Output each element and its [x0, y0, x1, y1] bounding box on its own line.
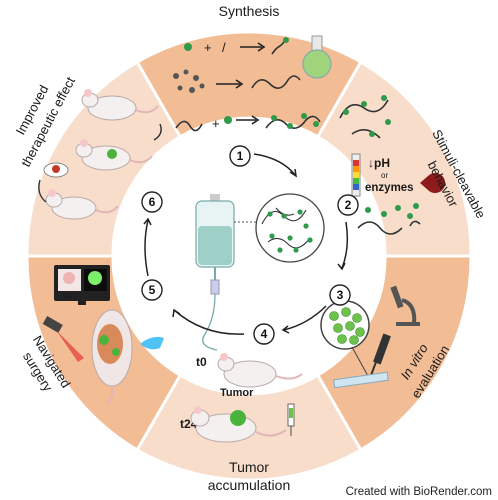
- therapeutic-illustration: [38, 89, 162, 220]
- svg-text:6: 6: [149, 195, 156, 209]
- mouse-healthy-top: [81, 89, 159, 121]
- petri-dish-icon: [43, 162, 69, 178]
- enzyme-icon: [420, 173, 446, 193]
- step-3: 3: [329, 284, 351, 306]
- svg-text:5: 5: [149, 283, 156, 297]
- svg-text:Off: Off: [63, 294, 71, 300]
- svg-text:4: 4: [261, 327, 268, 341]
- monitor-icon: Off On: [54, 265, 110, 305]
- microscope-icon: [390, 285, 420, 326]
- svg-text:+: +: [204, 40, 212, 55]
- step-2: 2: [337, 194, 359, 216]
- cycle-arrows: [143, 153, 349, 335]
- mouse-t0: [217, 353, 303, 388]
- center-circle: [115, 122, 383, 390]
- mouse-treated: [75, 139, 153, 171]
- svg-text:Tumor: Tumor: [220, 387, 254, 399]
- invitro-illustration: [320, 285, 420, 389]
- svg-text:t0: t0: [196, 355, 207, 369]
- svg-text:2: 2: [345, 198, 352, 212]
- svg-text:On: On: [91, 294, 99, 300]
- camera-icon: [42, 316, 84, 362]
- synthesis-illustration: + / +: [173, 35, 332, 132]
- svg-text:1: 1: [237, 149, 244, 163]
- mouse-recovered: [45, 189, 119, 220]
- tumor-spot: [230, 410, 246, 426]
- svg-text:+: +: [212, 116, 220, 131]
- flask-icon: [302, 35, 332, 79]
- svg-text:or: or: [381, 171, 388, 180]
- step-4: 4: [253, 323, 275, 345]
- glove-icon: [140, 336, 164, 350]
- ph-strip-icon: [351, 153, 361, 197]
- surgery-mouse: [91, 309, 133, 405]
- iv-bag-icon: [195, 194, 235, 351]
- svg-text:↓pH: ↓pH: [368, 156, 390, 170]
- svg-text:/: /: [222, 40, 226, 55]
- stimuli-illustration: ↓pH or enzymes: [339, 95, 446, 235]
- slide-icon: [333, 371, 389, 389]
- syringe-icon: [287, 403, 295, 436]
- surgery-illustration: Off On: [42, 265, 164, 405]
- label-synthesis: Synthesis: [219, 3, 280, 19]
- svg-text:enzymes: enzymes: [365, 182, 414, 194]
- nanoparticle-circle: [255, 193, 325, 263]
- tumor-illustration: t0 Tumor t24: [180, 353, 303, 443]
- step-1: 1: [229, 145, 251, 167]
- svg-text:3: 3: [337, 288, 344, 302]
- credit-text: Created with BioRender.com: [345, 486, 492, 498]
- label-tumor-line1: Tumor: [229, 459, 269, 475]
- label-tumor-line2: accumulation: [208, 477, 291, 493]
- step-6: 6: [141, 191, 163, 213]
- mouse-t24: [190, 406, 287, 443]
- step-5: 5: [141, 279, 163, 301]
